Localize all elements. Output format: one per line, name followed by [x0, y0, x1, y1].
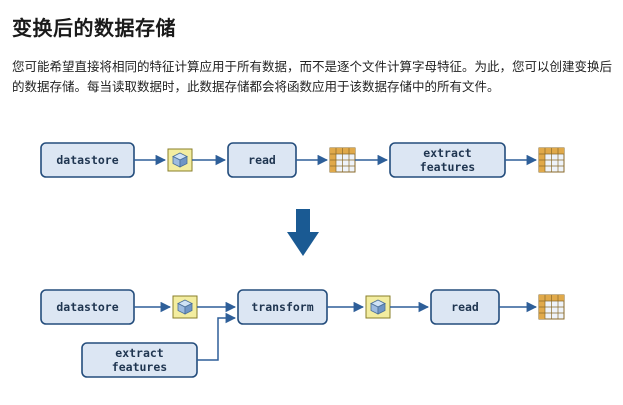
bottom-datastore-label: datastore	[56, 300, 118, 314]
bottom-extract-label-line1: extract	[115, 346, 164, 360]
data-cube-icon	[167, 148, 193, 172]
page-title: 变换后的数据存储	[12, 16, 176, 40]
top-extract-features-node: extract features	[389, 142, 506, 178]
intro-paragraph: 您可能希望直接将相同的特征计算应用于所有数据，而不是逐个文件计算字母特征。为此，…	[12, 59, 613, 94]
bottom-transform-label: transform	[251, 300, 313, 314]
table-icon	[538, 147, 565, 173]
top-read-label: read	[248, 153, 276, 167]
connector	[197, 312, 237, 361]
table-icon	[538, 294, 565, 320]
table-icon	[329, 147, 356, 173]
bottom-extract-label-line2: features	[112, 360, 167, 374]
down-arrow-icon	[287, 209, 319, 256]
bottom-read-node: read	[430, 289, 500, 325]
top-datastore-label: datastore	[56, 153, 118, 167]
bottom-datastore-node: datastore	[40, 289, 135, 325]
top-extract-label-line2: features	[420, 160, 475, 174]
data-cube-icon	[172, 295, 198, 319]
bottom-extract-features-node: extract features	[81, 342, 198, 378]
top-datastore-node: datastore	[40, 142, 135, 178]
bottom-transform-node: transform	[237, 289, 328, 325]
data-cube-icon	[365, 295, 391, 319]
top-read-node: read	[227, 142, 297, 178]
top-extract-label-line1: extract	[423, 146, 472, 160]
bottom-read-label: read	[451, 300, 479, 314]
